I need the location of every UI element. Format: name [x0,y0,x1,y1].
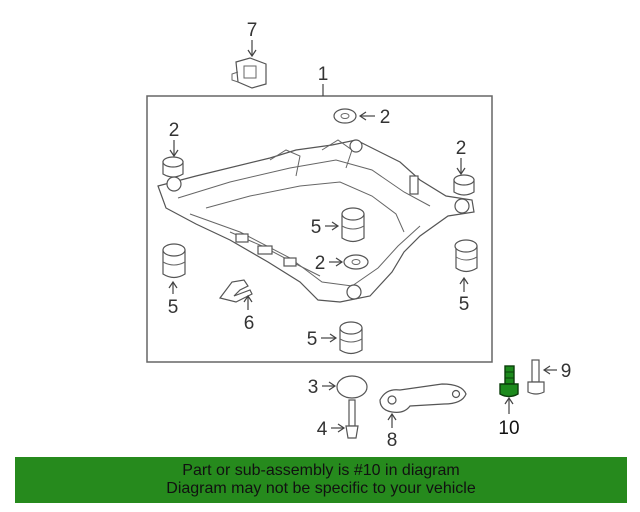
mount-part-2-left[interactable] [162,156,184,178]
mount-part-2-top[interactable] [333,108,357,124]
callout-3: 3 [308,377,319,398]
callout-2-left: 2 [169,120,180,141]
leader-lines [168,40,557,433]
banner-line-2: Diagram may not be specific to your vehi… [166,480,476,497]
bushing-part-5-bottom[interactable] [339,321,363,355]
notice-banner: Part or sub-assembly is #10 in diagram D… [15,457,627,503]
bushing-part-5-right[interactable] [454,239,478,273]
callout-5-center: 5 [311,217,322,238]
callout-2-right: 2 [456,138,467,159]
clip-part-6[interactable] [218,279,253,303]
callout-8: 8 [387,430,398,451]
callout-5-bottom: 5 [307,329,318,350]
callout-6: 6 [244,313,255,334]
subframe-frame-box [146,95,493,363]
callout-2-top: 2 [380,107,391,128]
washer-part-3[interactable] [336,375,368,399]
stud-part-4[interactable] [345,399,359,439]
callout-7: 7 [247,20,258,41]
callout-4: 4 [317,419,328,440]
callout-2-center: 2 [315,253,326,274]
callout-9: 9 [561,361,572,382]
bushing-part-5-center[interactable] [341,207,365,243]
brace-part-8[interactable] [379,383,467,413]
front-subframe[interactable] [157,139,475,303]
bushing-part-5-left[interactable] [162,243,186,279]
callout-5-right: 5 [459,294,470,315]
banner-line-1: Part or sub-assembly is #10 in diagram [182,462,460,479]
callout-10: 10 [498,418,519,439]
bolt-part-10-highlighted[interactable] [499,365,519,398]
bracket-part-7[interactable] [231,57,267,89]
callout-5-left: 5 [168,297,179,318]
bolt-part-9[interactable] [527,359,545,395]
mount-part-2-center[interactable] [343,254,369,270]
parts-diagram: 7 1 2 2 2 5 2 5 5 6 5 3 4 8 9 10 [146,20,572,451]
mount-part-2-right[interactable] [453,174,475,196]
callout-1: 1 [318,64,329,85]
